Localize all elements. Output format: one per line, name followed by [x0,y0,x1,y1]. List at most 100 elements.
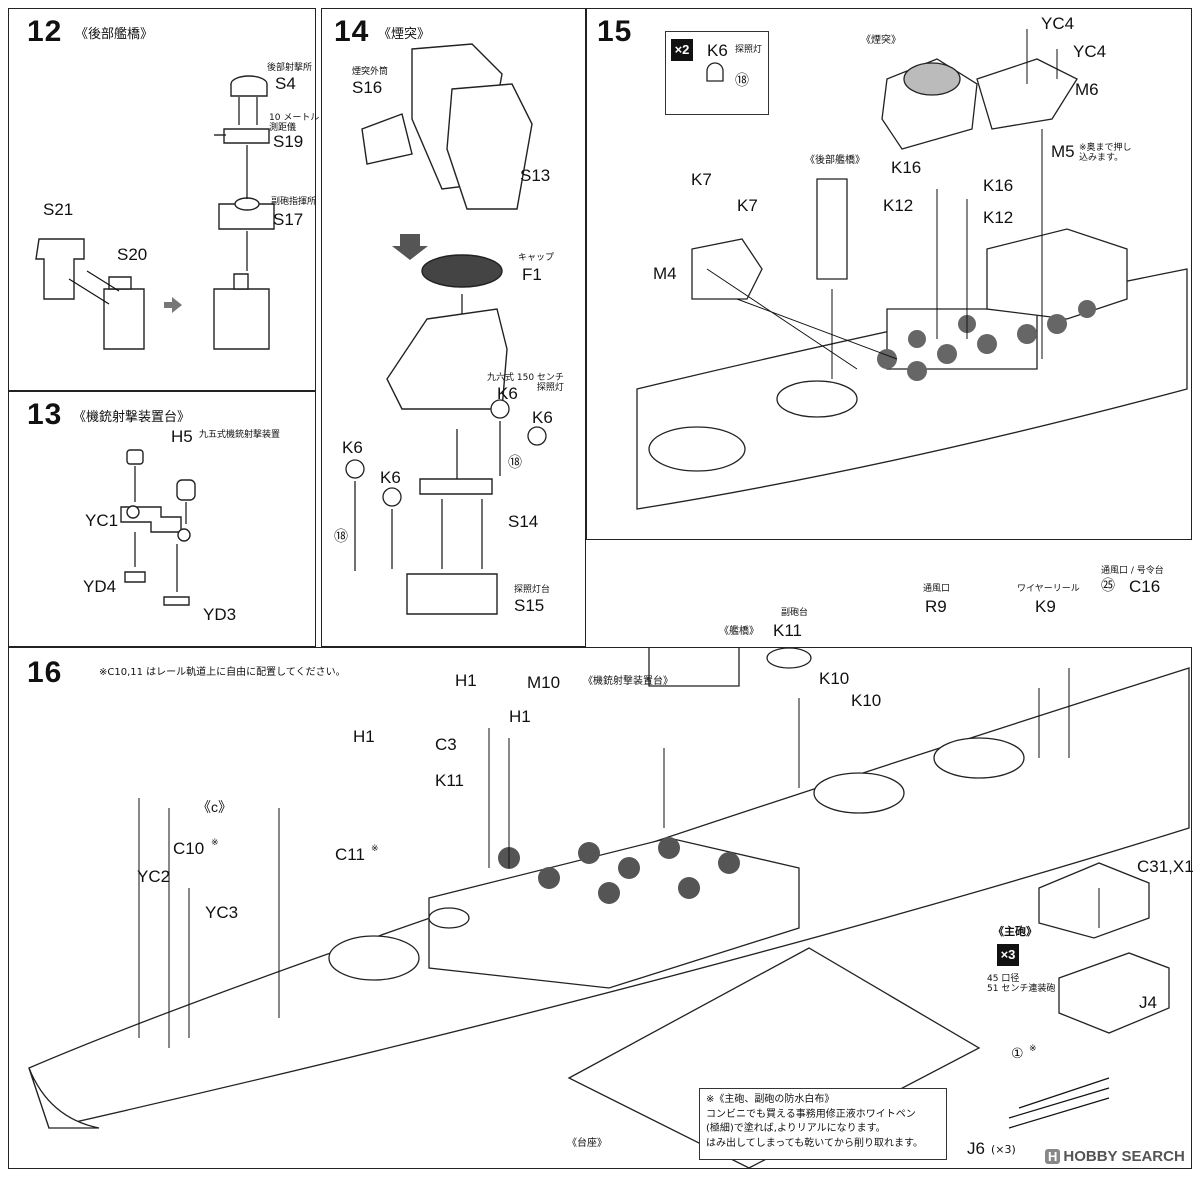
part-label-YD4: YD4 [83,577,117,596]
part-label-YD3: YD3 [203,605,237,624]
part-label-S20: S20 [117,245,148,264]
part-label-YC4-b: YC4 [1073,42,1107,61]
step-16-number: 16 [27,656,63,689]
part-label-YC1: YC1 [85,511,119,530]
circled-1: ① [1011,1045,1024,1061]
part-note-S17: 副砲指揮所 [271,197,317,207]
part-label-K7-b: K7 [737,196,758,215]
step-14-panel: 14 《煙突》 煙突外筒 S16 S13 キャップ F1 九六式 150 センチ… [321,8,586,647]
part-label-K11-b: K11 [773,621,802,640]
mg-director-platform-drawing [120,449,196,606]
part-label-YC3: YC3 [205,903,239,922]
part-label-H5: H5 [171,427,193,446]
step-13-panel: 13 《機銃射撃装置台》 H5 九五式機銃射撃装置 YC1 YD4 YD3 [8,391,316,647]
part-label-S19: S19 [273,132,304,151]
bridge-callout: 《艦橋》 [719,626,759,637]
num1-mark: ※ [1029,1044,1037,1054]
part-label-K6-b: K6 [532,408,553,427]
part-label-K12-b: K12 [983,208,1014,227]
circled-18-b: ⑱ [334,528,348,544]
part-note-K9: ワイヤーリール [1017,584,1080,594]
part-label-K16-a: K16 [891,158,922,177]
part-label-S15: S15 [514,596,545,615]
step-12-number: 12 [27,15,63,48]
hull-final-assembly-drawing [28,648,1190,1169]
part-label-K10-b: K10 [851,691,882,710]
part-note-H5: 九五式機銃射撃装置 [199,430,281,440]
part-note-S19: 10 メートル 測距儀 [269,113,320,134]
hobby-search-text: HOBBY SEARCH [1063,1148,1185,1165]
part-note-C16: 通風口 / 号令台 [1101,566,1164,576]
step-13-title: 《機銃射撃装置台》 [73,410,191,425]
c10-mark: ※ [211,838,219,848]
step-13-number: 13 [27,398,63,431]
step-16-panel: 16 ※C10,11 はレール軌道上に自由に配置してください。 [8,566,1194,1169]
part-label-C11: C11 [335,845,365,864]
part-note-K6: 九六式 150 センチ 探照灯 [487,373,564,394]
part-label-K9: K9 [1035,597,1056,616]
part-label-S4: S4 [275,74,296,93]
step-14-number: 14 [334,15,370,48]
part-label-YC4-a: YC4 [1041,14,1075,33]
main-gun-description: 45 口径 51 センチ連装砲 [987,974,1056,995]
part-label-K6: K6 [707,41,728,60]
part-label-M4: M4 [653,264,677,283]
step-16-note: ※C10,11 はレール軌道上に自由に配置してください。 [99,667,346,678]
part-label-F1: F1 [522,265,542,284]
part-label-M5: M5 [1051,142,1075,161]
part-label-S14: S14 [508,512,539,531]
step-12-title: 《後部艦橋》 [75,27,154,42]
part-label-C10: C10 [173,839,205,858]
quantity-badge-x2: ×2 [671,39,693,61]
c11-mark: ※ [371,844,379,854]
part-note-S4: 後部射撃所 [267,63,313,73]
mg-platform-callout: 《機銃射撃装置台》 [583,676,673,687]
waterproof-cloth-tip-box: ※《主砲、副砲の防水白布》 コンビニでも買える事務用修正液ホワイトペン (極細)… [699,1088,947,1160]
part-label-S13: S13 [520,166,551,185]
part-quantity-J6: (×3) [991,1143,1016,1156]
part-label-K6-d: K6 [380,468,401,487]
part-label-K7-a: K7 [691,170,712,189]
circled-18: ⑱ [735,72,749,88]
part-label-YC2: YC2 [137,867,171,886]
part-label-H1-b: H1 [509,707,531,726]
main-gun-quantity-badge: ×3 [997,944,1019,966]
part-label-C: 《c》 [197,799,232,815]
part-label-J6: J6 [967,1139,985,1158]
part-note-R9: 通風口 [923,584,951,594]
part-label-K16-b: K16 [983,176,1014,195]
part-label-H1-c: H1 [353,727,375,746]
part-label-H1-a: H1 [455,671,477,690]
circled-25: ㉕ [1101,577,1115,593]
part-label-K11-a: K11 [435,771,464,790]
circled-18-a: ⑱ [508,454,522,470]
part-note-S15: 探照灯台 [514,585,551,595]
base-callout: 《台座》 [567,1138,607,1149]
part-label-K12-a: K12 [883,196,914,215]
aft-superstructure-drawing [636,29,1188,510]
step-15-number: 15 [597,15,633,48]
part-label-C16: C16 [1129,577,1161,596]
step-14-title: 《煙突》 [378,27,431,42]
step-15-panel: 15 ×2 K6 探照灯 ⑱ YC4 YC4 M6 [586,8,1192,540]
part-label-R9: R9 [925,597,947,616]
step-12-panel: 12 《後部艦橋》 S21 S20 後部射撃所 S4 10 メートル 測距儀 S… [8,8,320,391]
part-label-M6: M6 [1075,80,1099,99]
part-label-S17: S17 [273,210,304,229]
k6-parts-callout [665,31,769,115]
part-note-K11: 副砲台 [781,608,809,618]
funnel-assembly-drawing [345,43,547,615]
aft-bridge-callout: 《後部艦橋》 [805,155,865,166]
part-label-K6-c: K6 [342,438,363,457]
aft-bridge-assembly-drawing [35,75,275,350]
part-label-M10: M10 [527,673,561,692]
hobby-search-logo: H [1045,1149,1061,1164]
part-label-S21: S21 [43,200,74,219]
main-gun-callout: 《主砲》 [993,925,1037,938]
part-label-J4: J4 [1139,993,1157,1012]
part-label-C31-X1: C31,X1 [1137,857,1194,876]
part-label-K6-a: K6 [497,384,518,403]
part-label-S16: S16 [352,78,383,97]
funnel-callout: 《煙突》 [861,35,901,46]
